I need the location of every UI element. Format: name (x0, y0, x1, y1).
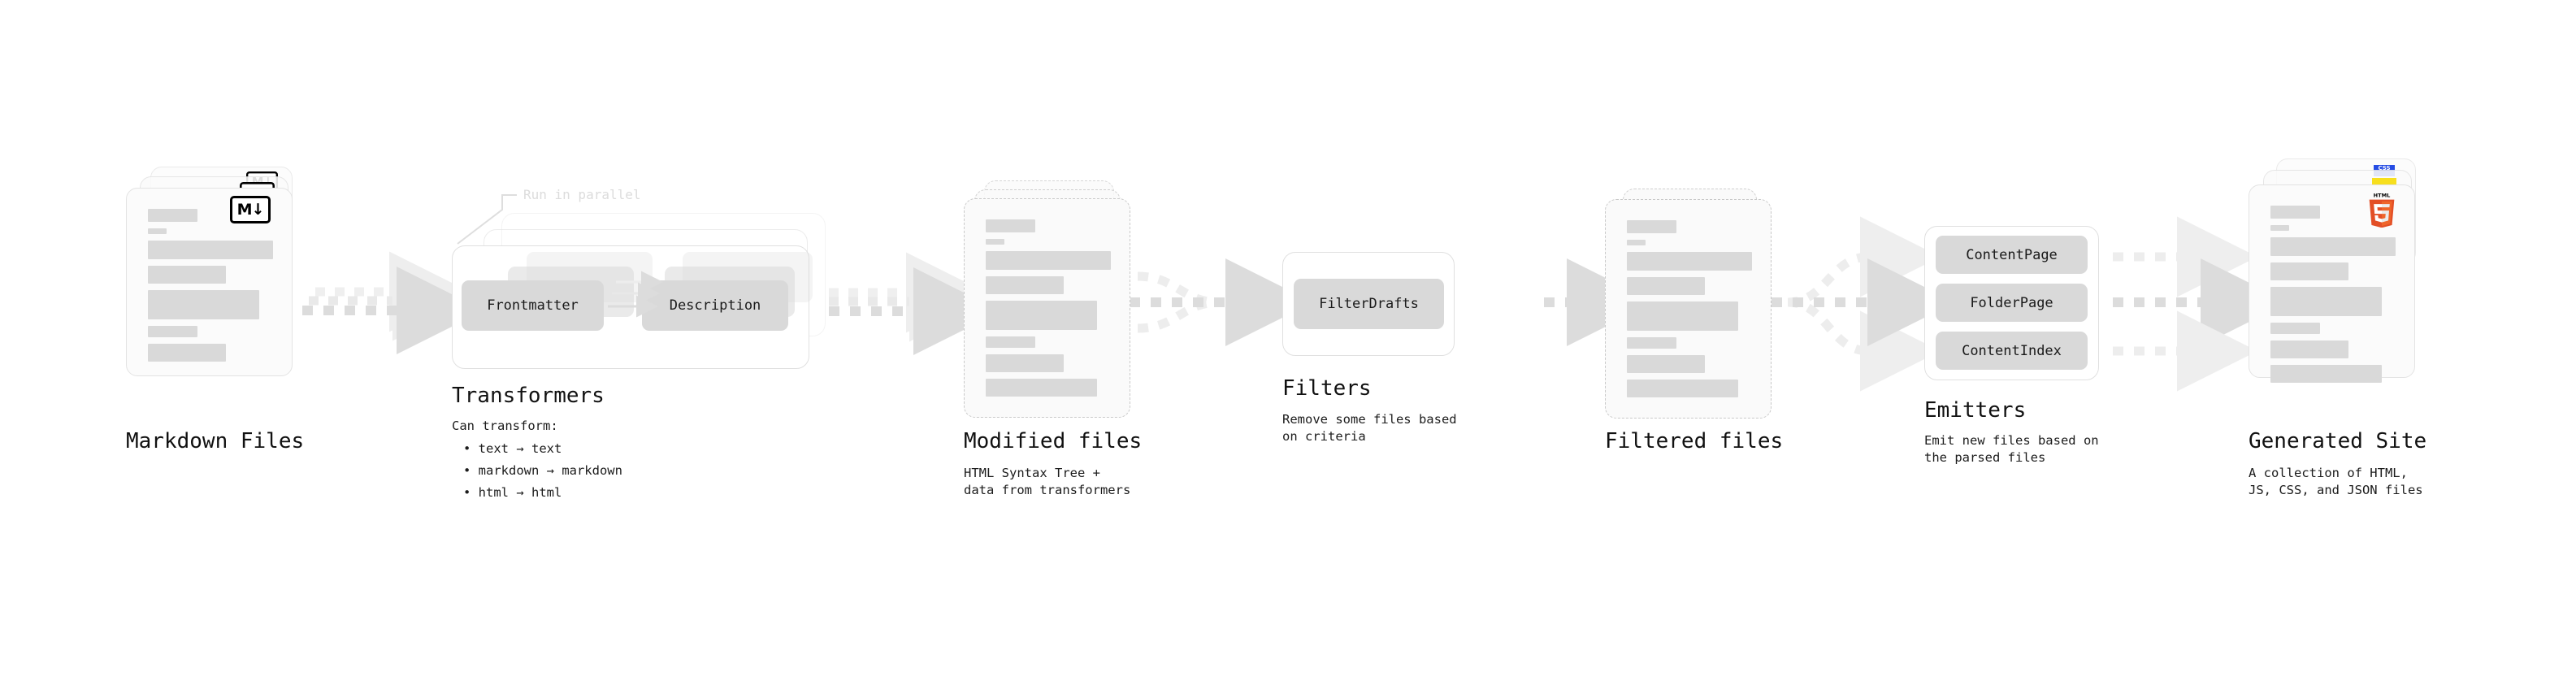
run-in-parallel-annotation: Run in parallel (523, 187, 641, 202)
filters-caption: Remove some files based on criteria (1282, 412, 1457, 444)
transformer-pill-frontmatter[interactable]: Frontmatter (462, 280, 604, 331)
doc-bar (148, 266, 226, 284)
markdown-icon: M↓ (230, 196, 271, 223)
modified-files-heading: Modified files (964, 429, 1143, 453)
doc-bar (986, 239, 1004, 245)
transformer-pill-description[interactable]: Description (642, 280, 788, 331)
doc-bar (986, 301, 1097, 330)
doc-bar (148, 228, 167, 234)
doc-bar (1627, 337, 1676, 349)
doc-bar (1627, 240, 1646, 245)
doc-bar (2270, 323, 2320, 334)
arrow-filtered-to-emitters (1772, 216, 1955, 392)
markdown-files-heading: Markdown Files (126, 429, 305, 453)
filtered-files-heading: Filtered files (1605, 429, 1784, 453)
doc-bar (148, 290, 259, 319)
modified-card-front[interactable] (964, 198, 1130, 418)
transformers-heading: Transformers (452, 384, 605, 408)
doc-bar (1627, 252, 1752, 271)
doc-bar (2270, 340, 2348, 358)
arrow-transformers-to-modified (829, 252, 1001, 355)
generated-site-heading: Generated Site (2249, 429, 2427, 453)
filter-pill-filterdrafts[interactable]: FilterDrafts (1294, 279, 1444, 329)
filters-heading: Filters (1282, 376, 1372, 401)
doc-bar (2270, 225, 2289, 231)
doc-bar (1627, 380, 1738, 397)
emitters-caption: Emit new files based on the parsed files (1924, 433, 2099, 465)
doc-bar (2270, 262, 2348, 280)
emitters-heading: Emitters (1924, 398, 2027, 423)
doc-bar (1627, 220, 1676, 233)
doc-bar (148, 241, 273, 259)
doc-bar (148, 344, 226, 362)
generated-site-caption: A collection of HTML, JS, CSS, and JSON … (2249, 466, 2423, 497)
arrow-markdown-to-transformers (302, 251, 484, 354)
doc-bar (2270, 237, 2396, 256)
doc-bar (2270, 287, 2382, 316)
doc-bar (1627, 355, 1705, 373)
transformers-bullet-1: • markdown → markdown (463, 463, 622, 478)
doc-bar (148, 209, 197, 222)
doc-bar (2270, 206, 2320, 219)
emitter-pill-contentpage[interactable]: ContentPage (1936, 236, 2088, 274)
arrow-modified-to-filters (1130, 258, 1313, 346)
doc-bar (1627, 277, 1705, 295)
doc-bar (986, 354, 1064, 372)
doc-bar (986, 336, 1035, 348)
arrow-emitters-to-site (2113, 216, 2288, 392)
transformers-caption-title: Can transform: (452, 419, 558, 433)
doc-bar (1627, 301, 1738, 331)
doc-bar (986, 219, 1035, 232)
transformers-bullet-2: • html → html (463, 485, 562, 500)
emitter-pill-folderpage[interactable]: FolderPage (1936, 284, 2088, 322)
doc-bar (148, 326, 197, 337)
doc-bar (986, 251, 1111, 270)
filtered-card-front[interactable] (1605, 199, 1772, 419)
modified-files-caption: HTML Syntax Tree + data from transformer… (964, 466, 1131, 497)
doc-bar (2270, 365, 2382, 383)
transformers-bullet-0: • text → text (463, 441, 562, 456)
doc-bar (986, 276, 1064, 294)
html5-icon: HTML (2369, 193, 2395, 228)
svg-text:HTML: HTML (2374, 193, 2391, 199)
emitter-pill-contentindex[interactable]: ContentIndex (1936, 332, 2088, 370)
doc-bar (986, 379, 1097, 397)
